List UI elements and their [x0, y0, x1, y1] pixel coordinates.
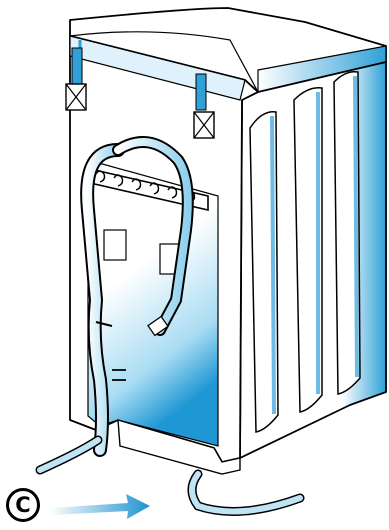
cabinet-side-panel [240, 62, 386, 458]
move-direction-arrow-icon [50, 494, 150, 519]
callout-label-c: C [6, 488, 40, 522]
